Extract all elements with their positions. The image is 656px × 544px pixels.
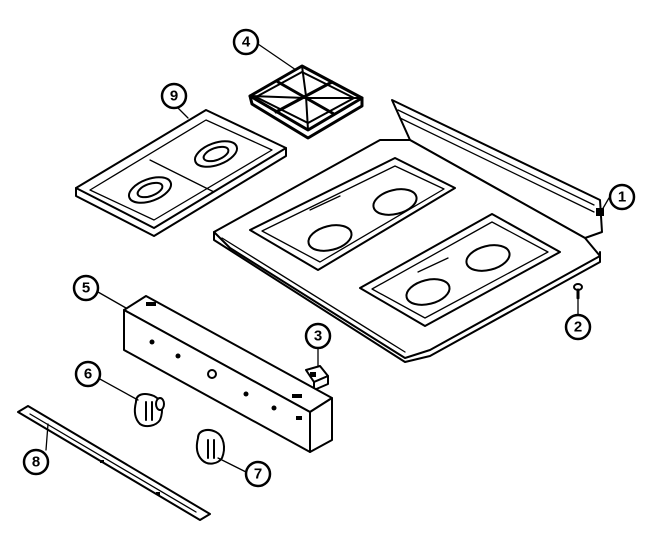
callout-label: 3 bbox=[314, 328, 322, 345]
callout-label: 6 bbox=[84, 366, 92, 383]
burner-pan-top-icon bbox=[75, 109, 287, 237]
callout-8: 8 bbox=[22, 448, 50, 476]
callout-7: 7 bbox=[244, 460, 272, 488]
callout-label: 2 bbox=[574, 319, 582, 336]
ignition-switch-icon bbox=[305, 365, 329, 391]
callout-9: 9 bbox=[160, 82, 188, 110]
callout-4: 4 bbox=[232, 28, 260, 56]
callout-label: 8 bbox=[32, 454, 40, 471]
callout-label: 9 bbox=[170, 88, 178, 105]
trim-strip-icon bbox=[17, 405, 211, 521]
control-knob-icon bbox=[133, 393, 165, 428]
control-knob-icon bbox=[195, 429, 225, 465]
burner-grate-icon bbox=[248, 64, 364, 140]
callout-label: 1 bbox=[618, 189, 626, 206]
callout-label: 5 bbox=[82, 280, 90, 297]
callout-6: 6 bbox=[74, 360, 102, 388]
cooktop-main-top bbox=[213, 99, 604, 363]
callout-1: 1 bbox=[608, 183, 636, 211]
screw-icon bbox=[573, 283, 583, 300]
callout-label: 4 bbox=[242, 34, 251, 51]
control-panel-icon bbox=[123, 295, 333, 453]
callout-5: 5 bbox=[72, 274, 100, 302]
callout-3: 3 bbox=[304, 322, 332, 350]
leader-lines bbox=[45, 43, 610, 473]
callout-2: 2 bbox=[564, 313, 592, 341]
callout-label: 7 bbox=[254, 466, 262, 483]
